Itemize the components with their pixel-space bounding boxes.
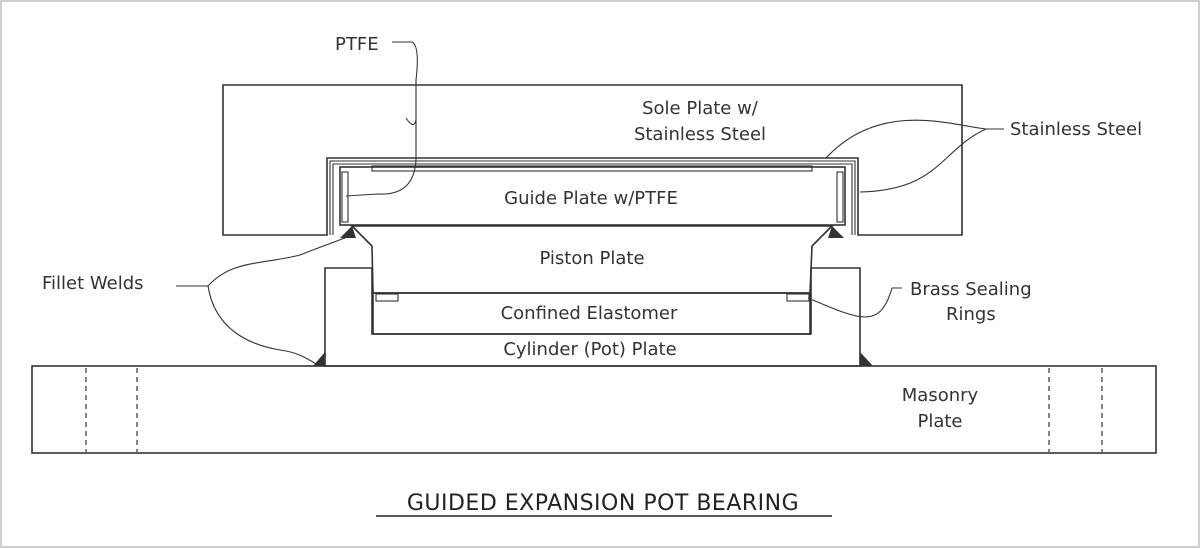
guide-plate bbox=[339, 166, 846, 226]
stainless-steel-liner bbox=[329, 160, 856, 235]
label-guide-plate: Guide Plate w/PTFE bbox=[504, 188, 678, 209]
sole-plate bbox=[222, 84, 963, 236]
label-sole-plate-line2: Stainless Steel bbox=[634, 124, 766, 145]
label-masonry-line2: Plate bbox=[917, 411, 962, 432]
diagram-title: GUIDED EXPANSION POT BEARING bbox=[376, 491, 832, 517]
ptfe-layers bbox=[341, 165, 844, 223]
leader-lines bbox=[176, 41, 1004, 365]
label-brass-line1: Brass Sealing bbox=[910, 279, 1032, 300]
diagram-labels: PTFE Sole Plate w/ Stainless Steel Stain… bbox=[42, 34, 1142, 432]
label-sole-plate-line1: Sole Plate w/ bbox=[642, 98, 759, 119]
label-brass-line2: Rings bbox=[946, 304, 996, 325]
brass-sealing-rings bbox=[375, 293, 810, 302]
piston-plate bbox=[350, 225, 834, 294]
label-stainless-steel: Stainless Steel bbox=[1010, 119, 1142, 140]
masonry-plate bbox=[31, 365, 1157, 454]
label-fillet-welds: Fillet Welds bbox=[42, 273, 144, 294]
label-masonry-line1: Masonry bbox=[902, 385, 979, 406]
fillet-welds bbox=[313, 226, 873, 366]
label-piston-plate: Piston Plate bbox=[539, 248, 644, 269]
title-text: GUIDED EXPANSION POT BEARING bbox=[407, 491, 799, 516]
cylinder-pot-plate bbox=[324, 267, 861, 367]
label-ptfe: PTFE bbox=[335, 34, 379, 55]
label-cylinder-plate: Cylinder (Pot) Plate bbox=[503, 339, 676, 360]
label-confined-elastomer: Confined Elastomer bbox=[501, 303, 678, 324]
